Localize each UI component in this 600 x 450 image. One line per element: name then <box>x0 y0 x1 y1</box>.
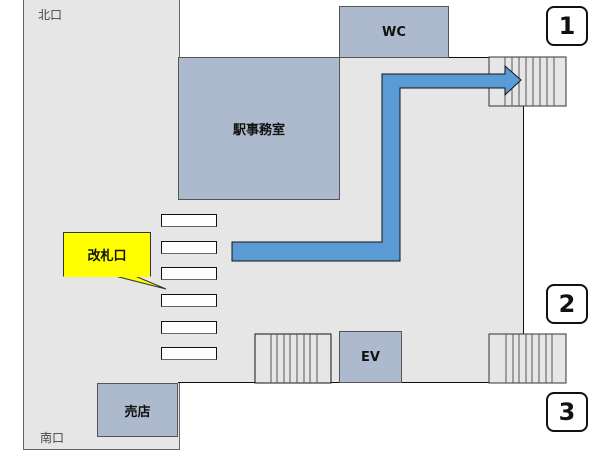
exit-2-badge[interactable]: 2 <box>546 284 588 324</box>
exit-3-badge[interactable]: 3 <box>546 392 588 432</box>
exit-3-number: 3 <box>558 398 576 426</box>
station-office-label: 駅事務室 <box>232 123 285 138</box>
route-arrow <box>231 64 522 262</box>
callout-pointer <box>114 275 167 290</box>
north-exit-label: 北口 <box>38 8 63 22</box>
ticket-gate-callout: 改札口 <box>63 232 151 277</box>
ticket-gate[interactable] <box>161 214 217 227</box>
callout-label: 改札口 <box>87 249 127 264</box>
elevator-room[interactable]: EV <box>339 331 402 383</box>
south-exit-label: 南口 <box>40 431 65 445</box>
ticket-gate[interactable] <box>161 241 217 254</box>
exit-1-number: 1 <box>558 12 576 40</box>
elevator-label: EV <box>361 349 380 365</box>
ticket-gate[interactable] <box>161 267 217 280</box>
exit-1-badge[interactable]: 1 <box>546 6 588 46</box>
station-office-room[interactable]: 駅事務室 <box>178 57 340 200</box>
exit-2-number: 2 <box>558 290 576 318</box>
stairs-exit-2-3[interactable] <box>488 333 567 384</box>
floor-west-wing <box>23 0 180 450</box>
wc-room[interactable]: WC <box>339 6 449 58</box>
shop-room[interactable]: 売店 <box>97 383 178 437</box>
wc-label: WC <box>382 24 406 40</box>
stairs-lower-middle[interactable] <box>254 333 332 384</box>
shop-label: 売店 <box>124 404 151 420</box>
ticket-gate[interactable] <box>161 294 217 307</box>
ticket-gate[interactable] <box>161 347 217 360</box>
ticket-gate[interactable] <box>161 321 217 334</box>
